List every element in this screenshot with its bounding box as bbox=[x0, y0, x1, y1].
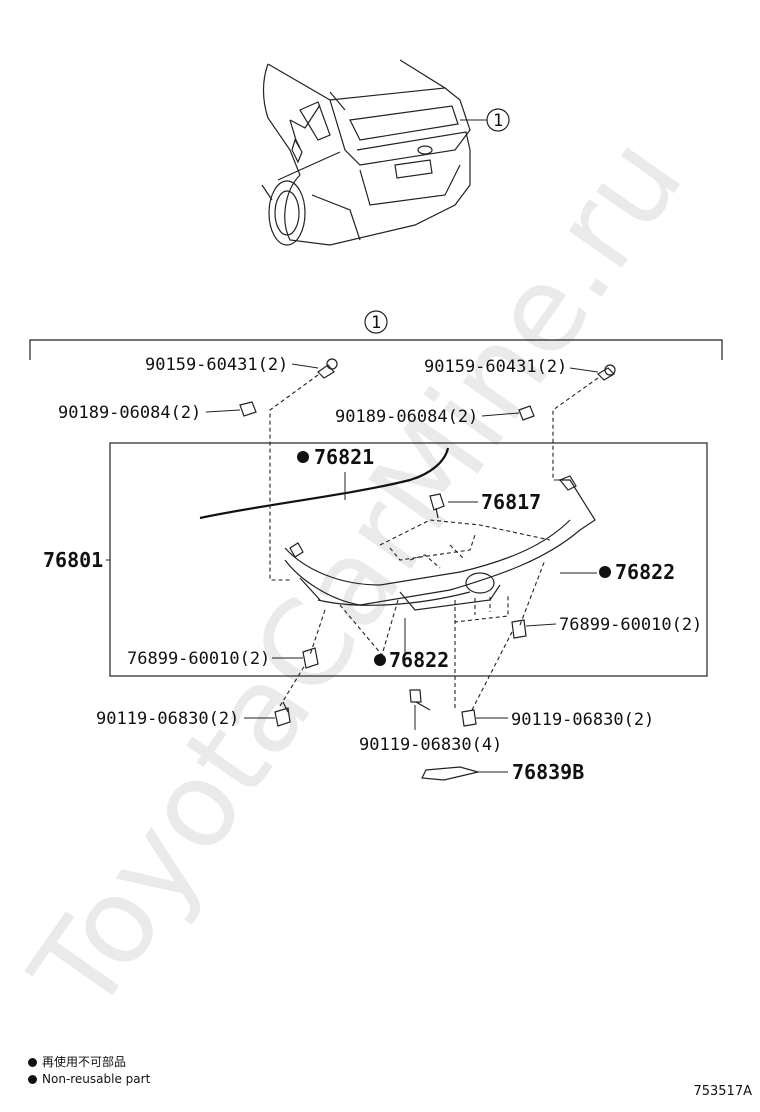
molding-76821 bbox=[199, 447, 450, 520]
nonreusable-dot-76822-right bbox=[599, 566, 611, 578]
label-90119-06830-right: 90119-06830(2) bbox=[511, 710, 654, 730]
legend: 再使用不可部品 Non-reusable part bbox=[28, 1054, 150, 1088]
nonreusable-dot-76822-bottom bbox=[374, 654, 386, 666]
label-90159-60431-left: 90159-60431(2) bbox=[145, 355, 288, 375]
legend-japanese-text: 再使用不可部品 bbox=[42, 1055, 127, 1069]
legend-dot-icon bbox=[28, 1075, 37, 1084]
group-callout-number: 1 bbox=[371, 313, 381, 333]
hidden-lines bbox=[379, 519, 551, 623]
label-76899-60010-right: 76899-60010(2) bbox=[559, 615, 702, 635]
label-90189-06084-left: 90189-06084(2) bbox=[58, 403, 201, 423]
group-bracket bbox=[29, 310, 723, 360]
label-76821: 76821 bbox=[314, 445, 374, 469]
legend-english-text: Non-reusable part bbox=[42, 1072, 151, 1086]
back-door-garnish bbox=[284, 475, 596, 611]
assembly-dashed-lines bbox=[269, 374, 599, 711]
label-76899-60010-left: 76899-60010(2) bbox=[127, 649, 270, 669]
diagram-code: 753517A bbox=[693, 1084, 752, 1099]
nonreusable-dot-76821 bbox=[297, 451, 309, 463]
clip-76817 bbox=[429, 493, 445, 519]
label-76801: 76801 bbox=[43, 548, 103, 572]
label-76817: 76817 bbox=[481, 490, 541, 514]
legend-row-english: Non-reusable part bbox=[28, 1071, 150, 1088]
label-90119-06830-left: 90119-06830(2) bbox=[96, 709, 239, 729]
vehicle-rear-sketch bbox=[261, 59, 510, 246]
fasteners-top bbox=[239, 358, 616, 421]
label-90159-60431-right: 90159-60431(2) bbox=[424, 357, 567, 377]
fasteners-bottom bbox=[274, 619, 527, 781]
legend-row-japanese: 再使用不可部品 bbox=[28, 1054, 150, 1071]
legend-dot-icon bbox=[28, 1058, 37, 1067]
label-76822-bottom: 76822 bbox=[389, 648, 449, 672]
label-90119-06830-center: 90119-06830(4) bbox=[359, 735, 502, 755]
label-76822-right: 76822 bbox=[615, 560, 675, 584]
leader-lines bbox=[106, 363, 599, 773]
label-90189-06084-right: 90189-06084(2) bbox=[335, 407, 478, 427]
label-76839B: 76839B bbox=[512, 760, 584, 784]
callout-number: 1 bbox=[493, 111, 503, 131]
